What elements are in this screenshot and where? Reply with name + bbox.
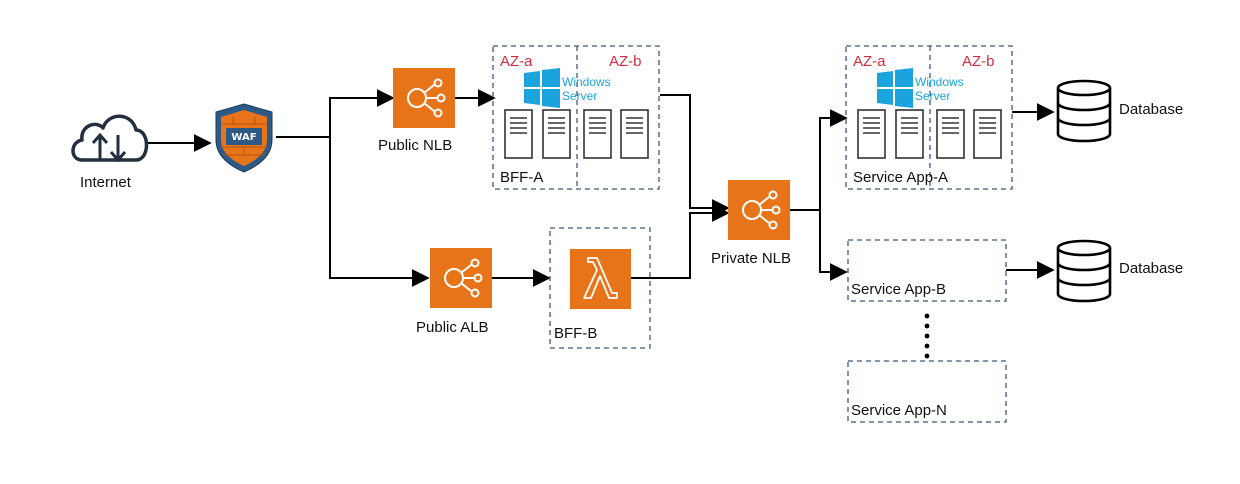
database-a-label: Database [1119,101,1183,118]
server-icon [542,109,571,159]
public-nlb-label: Public NLB [378,137,452,154]
waf-label: WAF [231,132,256,143]
database-b-node: Database [1056,239,1183,303]
bff-b-group: BFF-B [549,227,651,349]
cloud-upload-download-icon [71,114,149,163]
service-app-a-group: AZ-a AZ-b Windows Server [845,45,1013,190]
service-app-a-label: Service App-A [853,169,948,186]
more-services-ellipsis [924,313,930,359]
service-app-b-group: Service App-B [847,239,1007,302]
service-app-a-border [845,45,1013,190]
windows-logo-icon [524,68,560,108]
public-nlb-node: Public NLB [378,68,455,154]
edge-bff-b-private-nlb [631,204,730,279]
service-app-b-border [847,239,1007,302]
database-a-node: Database [1056,79,1183,143]
private-nlb-label: Private NLB [711,250,791,267]
internet-node: Internet [71,114,149,191]
bff-a-group: AZ-a AZ-b Windows Server [492,45,660,190]
server-icon [620,109,649,159]
service-app-n-label: Service App-N [851,402,947,419]
edge-private-nlb-service-b [819,210,848,281]
elastic-load-balancer-icon [393,68,455,128]
internet-label: Internet [80,174,132,191]
database-b-label: Database [1119,260,1183,277]
database-icon [1056,239,1112,303]
service-app-b-label: Service App-B [851,281,946,298]
server-icon [973,109,1002,159]
bff-b-label: BFF-B [554,325,597,342]
service-app-a-az-b-label: AZ-b [962,53,995,70]
public-alb-label: Public ALB [416,319,489,336]
server-icon [857,109,886,159]
windows-logo-icon [877,68,913,108]
service-app-a-az-a-label: AZ-a [853,53,886,70]
public-alb-node: Public ALB [416,248,492,336]
server-icon [504,109,533,159]
edge-waf-public-alb [329,137,430,287]
bff-b-border [549,227,651,349]
bff-a-az-b-label: AZ-b [609,53,642,70]
bff-a-label: BFF-A [500,169,543,186]
lambda-icon [570,249,631,309]
server-icon [583,109,612,159]
edge-waf-public-nlb [329,89,395,137]
elastic-load-balancer-icon [430,248,492,308]
database-icon [1056,79,1112,143]
server-icon [936,109,965,159]
waf-shield-icon: WAF [215,103,273,173]
edge-bff-a-private-nlb [660,94,730,217]
service-app-n-group: Service App-N [847,360,1007,423]
edge-private-nlb-service-a [790,109,848,211]
elastic-load-balancer-icon [728,180,790,240]
bff-a-border [492,45,660,190]
service-app-n-border [847,360,1007,423]
connectors [148,89,1055,287]
private-nlb-node: Private NLB [711,180,791,267]
service-app-a-os-line1: Windows [915,75,964,89]
bff-a-os-line2: Server [562,89,597,103]
waf-node: WAF [215,103,273,173]
server-icon [895,109,924,159]
bff-a-az-a-label: AZ-a [500,53,533,70]
bff-a-os-line1: Windows [562,75,611,89]
service-app-a-os-line2: Server [915,89,950,103]
